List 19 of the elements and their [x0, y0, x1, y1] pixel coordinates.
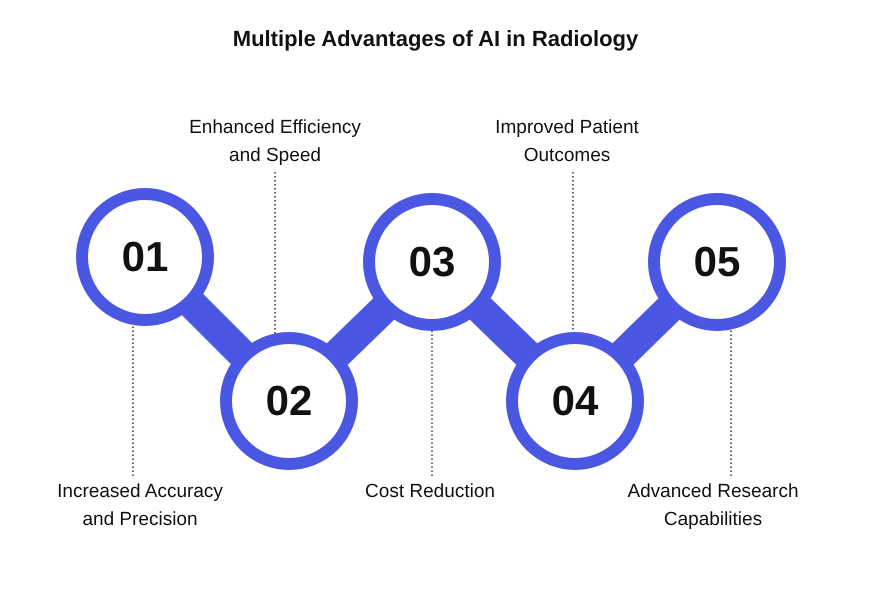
- connector-band: [612, 298, 680, 365]
- leader-line: [431, 331, 433, 476]
- step-number: 05: [694, 238, 740, 286]
- diagram-title: Multiple Advantages of AI in Radiology: [232, 26, 640, 52]
- step-number: 03: [408, 238, 456, 286]
- step-number: 01: [122, 233, 168, 281]
- step-number: 04: [552, 377, 598, 425]
- step-number: 02: [266, 377, 312, 425]
- leader-line: [572, 172, 574, 332]
- advantage-label: Increased Accuracy and Precision: [44, 478, 236, 534]
- leader-line: [730, 330, 732, 476]
- advantage-label: Improved Patient Outcomes: [477, 114, 657, 170]
- connector-band: [470, 298, 538, 366]
- advantage-label: Enhanced Efficiency and Speed: [179, 114, 371, 170]
- connector-band: [326, 298, 394, 366]
- advantage-label: Cost Reduction: [330, 478, 530, 506]
- advantage-label: Advanced Research Capabilities: [613, 478, 813, 534]
- connector-band: [182, 294, 252, 364]
- leader-line: [274, 172, 276, 334]
